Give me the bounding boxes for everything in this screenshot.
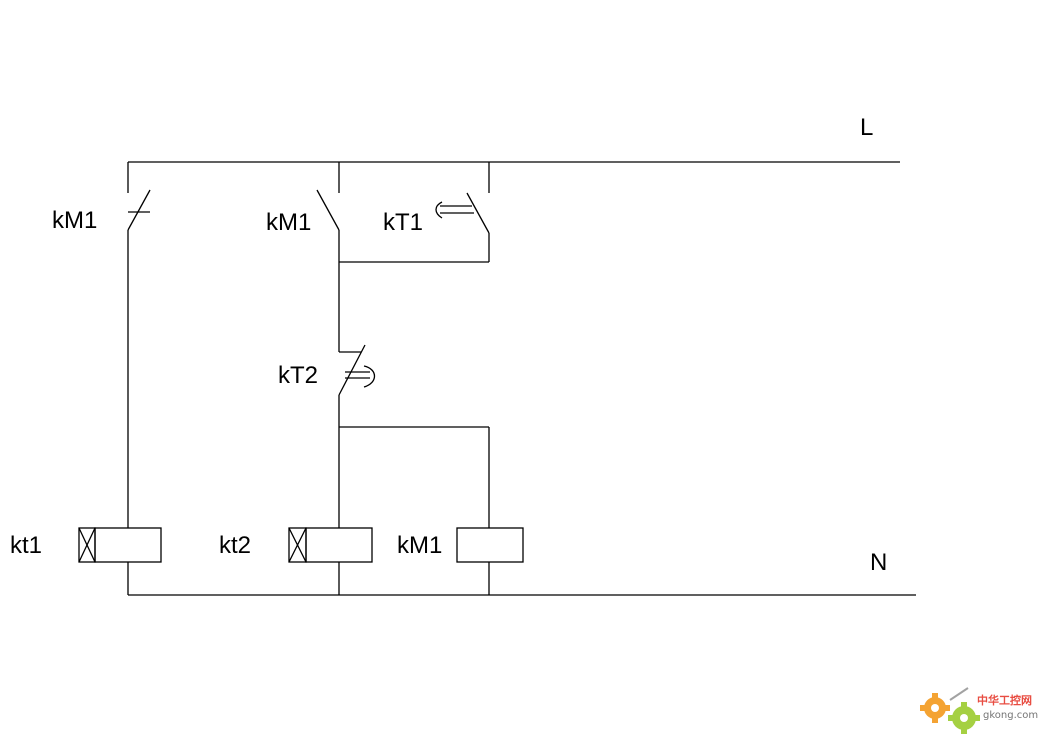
kt1-timed-no-contact — [435, 192, 490, 234]
kt2-contact-label: kT2 — [278, 362, 318, 389]
gkong-watermark-logo: 中华工控网 gkong.com — [920, 687, 1038, 734]
km1-nc-contact — [127, 189, 151, 231]
km1-coil — [456, 527, 524, 563]
kt1-contact-label: kT1 — [383, 209, 423, 236]
kt1-coil — [78, 527, 162, 563]
kt2-coil-label: kt2 — [219, 532, 251, 559]
kt2-coil — [288, 527, 373, 563]
km1-coil-label: kM1 — [397, 532, 442, 559]
kt1-coil-label: kt1 — [10, 532, 42, 559]
branch-2: kM1 kT1 kT2 kt2 — [219, 162, 524, 595]
km1-no-contact — [316, 189, 340, 231]
kt2-timed-nc-contact — [338, 344, 376, 396]
green-gear-icon — [948, 702, 980, 734]
neutral-rail-label: N — [870, 549, 887, 576]
watermark-domain-text: gkong.com — [983, 710, 1038, 721]
km1-nc-label: kM1 — [52, 207, 97, 234]
watermark-brand-text: 中华工控网 — [977, 693, 1032, 707]
line-rail-label: L — [860, 114, 873, 141]
orange-gear-icon — [920, 693, 950, 723]
km1-no-label: kM1 — [266, 209, 311, 236]
branch-1: kM1 kt1 — [10, 162, 162, 595]
